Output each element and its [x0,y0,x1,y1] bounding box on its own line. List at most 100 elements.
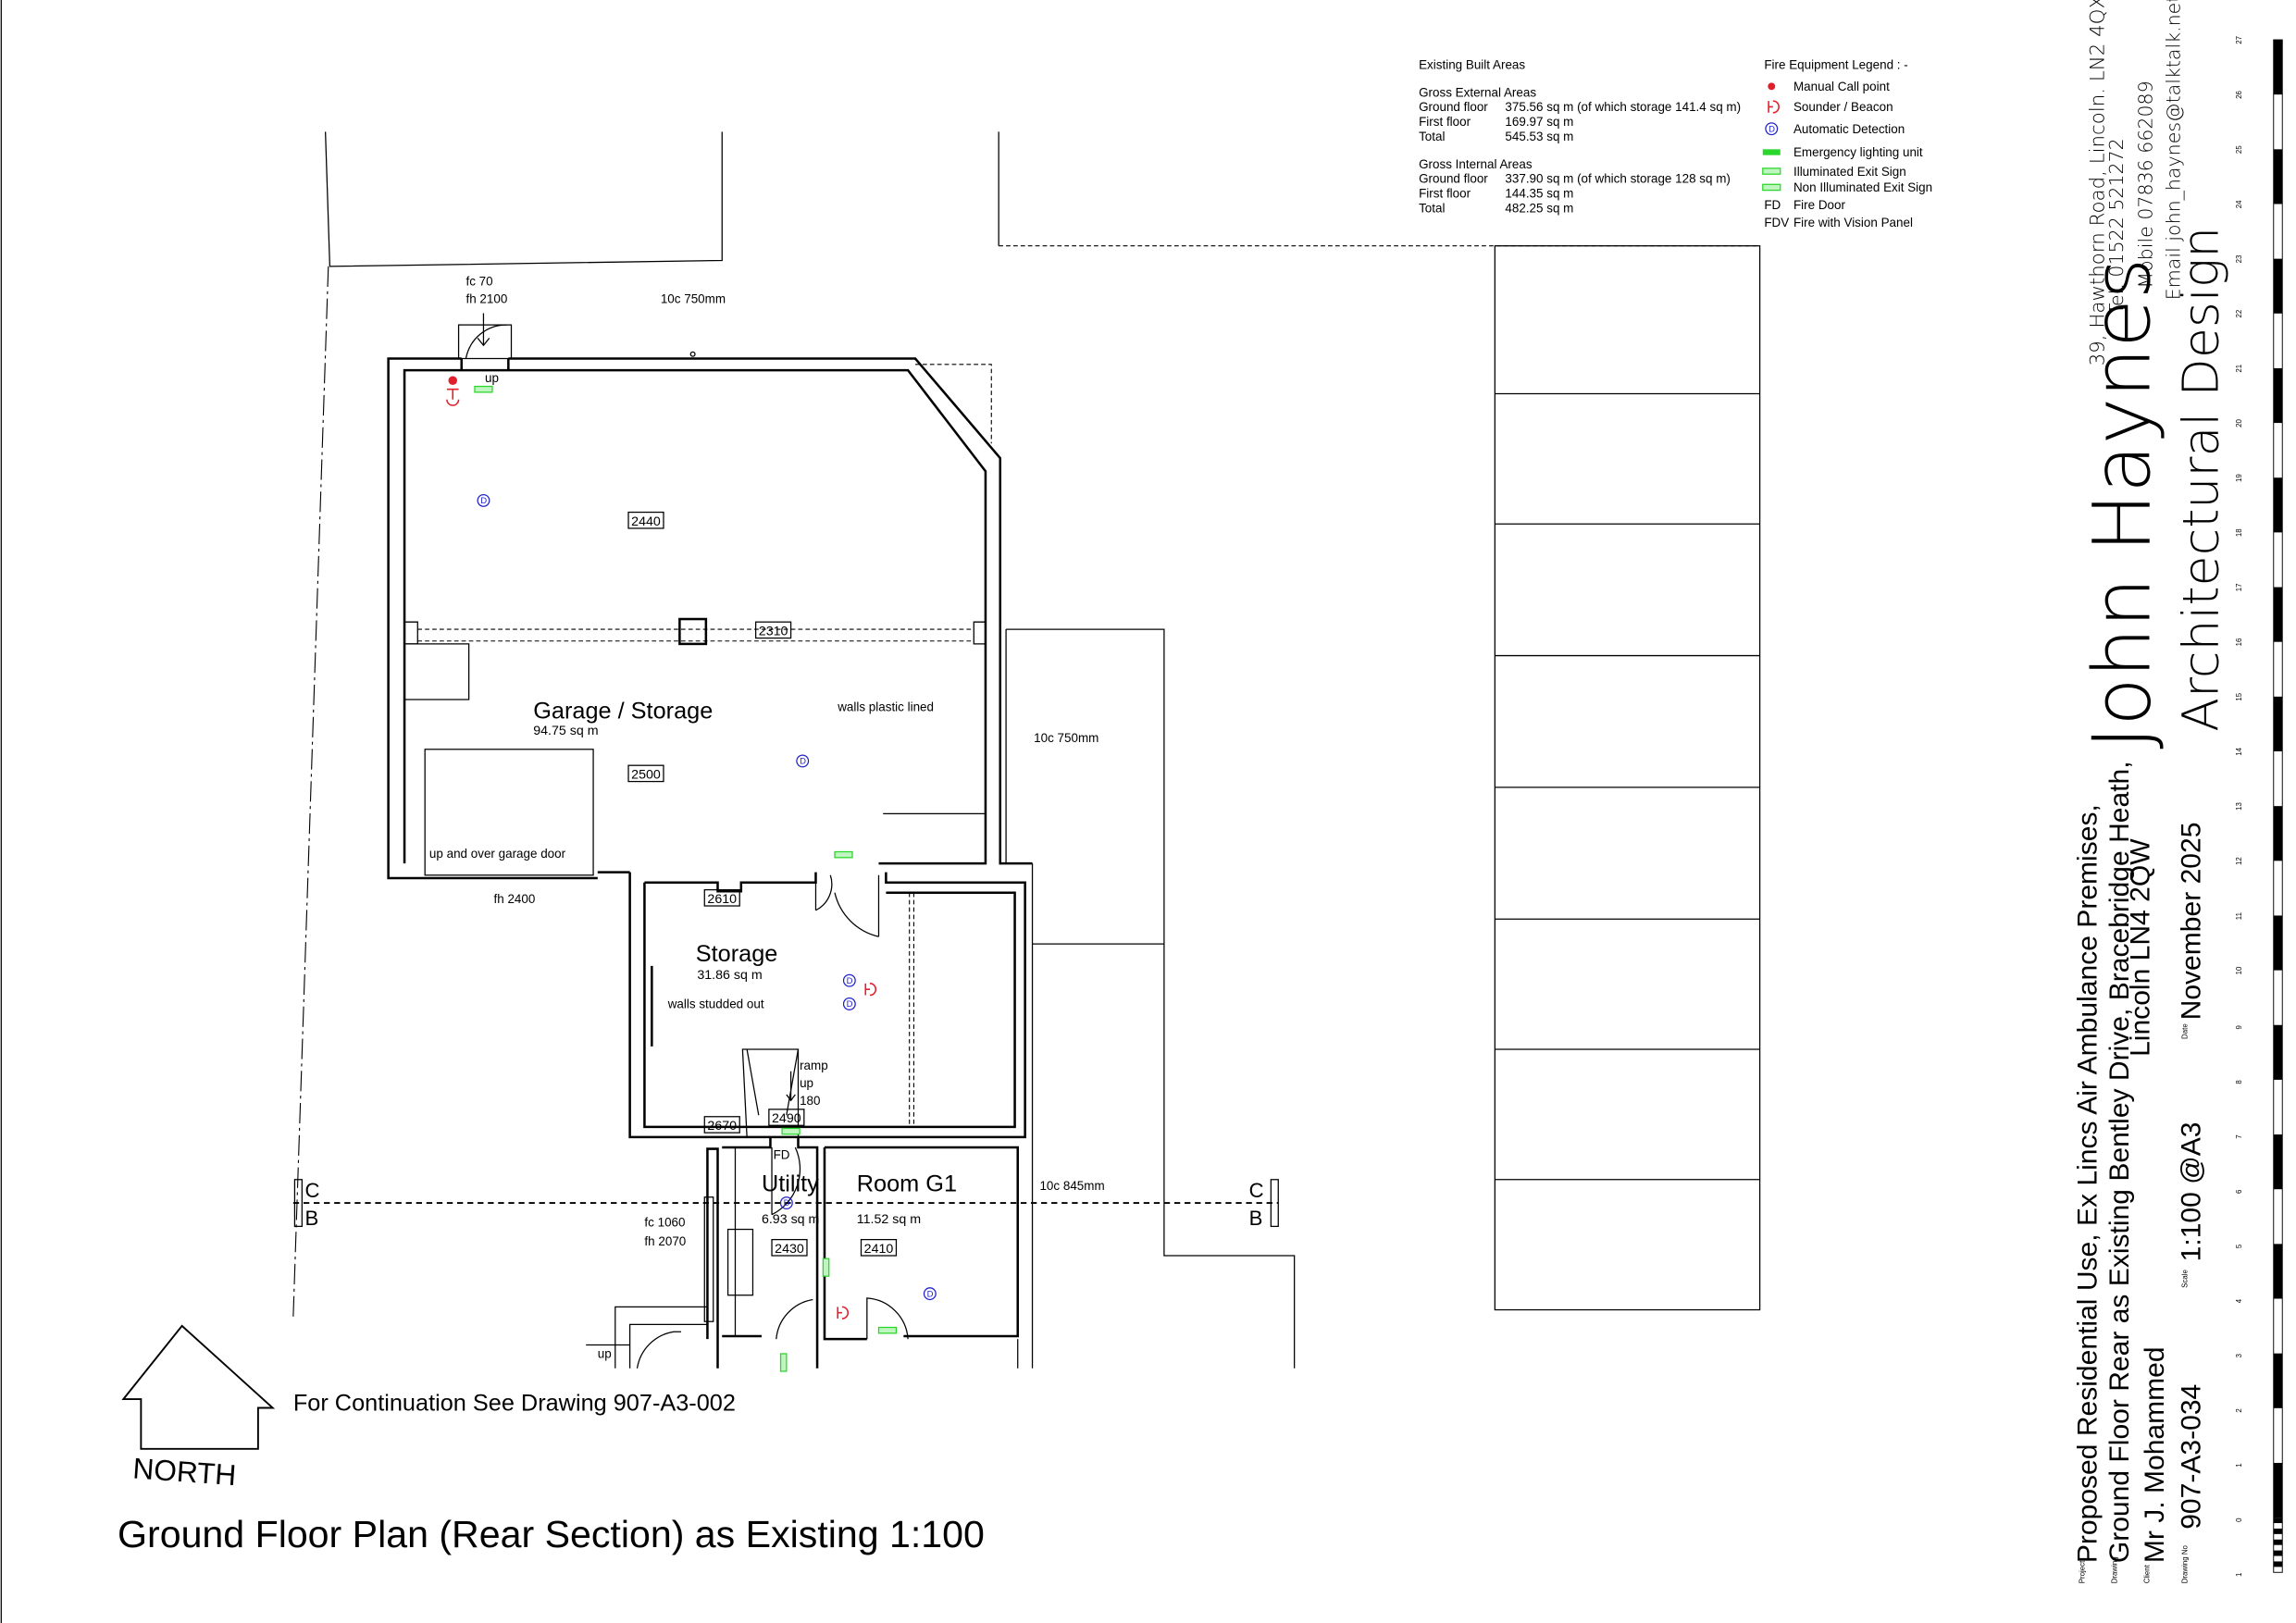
client-name: Mr J. Mohammed [2140,1346,2170,1563]
svg-text:Gross Internal Areas: Gross Internal Areas [1419,157,1533,171]
scale-value: 1:100 @A3 [2177,1122,2207,1262]
scale-bar-label: 25 [2235,145,2243,154]
svg-text:D: D [480,496,487,506]
scale-bar-label: 0 [2235,1518,2243,1522]
svg-text:144.35 sq m: 144.35 sq m [1505,187,1573,201]
svg-text:D: D [784,1198,790,1208]
svg-text:up and over garage door: up and over garage door [429,847,566,861]
north-label: NORTH [131,1451,237,1492]
firm-tel: Tel. 01522 521272 [2105,138,2128,315]
svg-text:D: D [847,976,853,986]
fire-equipment-legend: Fire Equipment Legend : - Manual Call po… [1762,57,1932,229]
svg-text:Project: Project [2079,1560,2087,1583]
scale-bar-label: 27 [2235,36,2243,44]
svg-text:482.25 sq m: 482.25 sq m [1505,201,1573,215]
sounder-beacon-icon [1768,100,1780,114]
svg-text:FDV: FDV [1764,216,1789,229]
scale-bar-segment [2273,40,2283,95]
scale-bar-segment [2273,367,2283,424]
ceiling-height-tag: 2610 [707,892,737,907]
svg-text:D: D [847,999,853,1010]
svg-text:545.53 sq m: 545.53 sq m [1505,130,1573,143]
scale-bar-segment [2273,1353,2283,1408]
svg-text:ramp: ramp [800,1059,828,1072]
svg-text:FD: FD [774,1148,790,1162]
firm-address: 39, Hawthorn Road, Lincoln. LN2 4QX [2086,0,2109,365]
manual-call-point-icon [1768,82,1776,91]
scale-bar: 1012345678910111213141516171819202122232… [2235,36,2283,1577]
scale-bar-segment [2273,915,2283,971]
svg-text:10c 845mm: 10c 845mm [1039,1179,1104,1193]
adjacent-building-strip [1005,245,1761,1369]
svg-text:Client: Client [2142,1564,2151,1583]
scale-bar-segment [2273,1024,2283,1080]
exit-sign-icon [834,850,853,859]
ceiling-height-tags: 2440 2310 2500 2610 2670 2490 2430 2410 [627,511,898,1257]
firm-logo-subtitle: Architectural Design [2172,227,2230,732]
svg-text:walls plastic lined: walls plastic lined [837,700,934,714]
scale-bar-label: 8 [2235,1080,2243,1084]
room-name-g1: Room G1 [857,1171,957,1196]
scale-bar-label: 6 [2235,1189,2243,1194]
room-area-storage: 31.86 sq m [697,968,762,983]
scale-bar-label: 16 [2235,638,2243,646]
section-b-label-right: B [1249,1207,1263,1230]
scale-bar-label: 23 [2235,254,2243,263]
automatic-detection-icon: D [842,973,856,987]
svg-text:D: D [800,757,806,767]
ceiling-height-tag: 2500 [631,767,661,782]
scale-bar-label: 13 [2235,802,2243,811]
emergency-lighting-icon [1762,149,1781,155]
scale-bar-label: 22 [2235,310,2243,318]
scale-bar-segment [2273,1244,2283,1299]
illuminated-exit-sign-icon [1762,167,1781,175]
svg-text:Gross External Areas: Gross External Areas [1419,85,1536,99]
section-b-label-left: B [304,1207,318,1230]
scale-bar-label: 5 [2235,1244,2243,1248]
title-block: Project Proposed Residential Use, Ex Lin… [2072,0,2229,1583]
ceiling-height-tag: 2410 [864,1242,894,1257]
scale-bar-label: 9 [2235,1025,2243,1030]
automatic-detection-icon: D [779,1196,793,1210]
svg-text:Emergency lighting unit: Emergency lighting unit [1793,145,1923,159]
svg-text:walls studded out: walls studded out [667,997,764,1011]
section-c-label-right: C [1249,1179,1264,1202]
ceiling-height-tag: 2490 [772,1111,801,1126]
scale-bar-label: 19 [2235,474,2243,482]
firm-logo-name: John Haynes [2077,258,2168,750]
svg-text:Date: Date [2180,1023,2189,1039]
scale-bar-label: 26 [2235,91,2243,99]
room-area-g1: 11.52 sq m [857,1212,921,1227]
svg-text:Non Illuminated Exit Sign: Non Illuminated Exit Sign [1793,180,1932,194]
storage-walls [628,872,1026,1139]
scale-bar-label: 1 [2235,1463,2243,1467]
scale-bar-label: 21 [2235,365,2243,373]
svg-text:fh 2100: fh 2100 [465,291,507,305]
room-labels: Garage / Storage 94.75 sq m Storage 31.8… [533,699,957,1228]
exit-sign-icon [781,1127,800,1135]
drawing-number: 907-A3-034 [2177,1384,2207,1530]
scale-bar-segment [2273,477,2283,533]
scale-bar-label: 17 [2235,584,2243,592]
ceiling-height-tag: 2440 [631,514,661,529]
svg-text:fh 2070: fh 2070 [644,1234,686,1248]
firm-email: Email john_haynes@talktalk.net [2163,0,2185,300]
scale-bar-segment [2273,149,2283,204]
fire-equipment-symbols: D D D D D D [446,376,937,1372]
sounder-beacon-icon [837,1306,850,1319]
room-area-garage: 94.75 sq m [533,724,598,738]
svg-text:Scale: Scale [2180,1269,2189,1287]
scale-bar-label: 11 [2235,912,2243,920]
project-title: Proposed Residential Use, Ex Lincs Air A… [2072,804,2103,1563]
exit-sign-icon [779,1353,788,1372]
room-name-utility: Utility [762,1171,819,1196]
scale-bar-segment [2273,1134,2283,1190]
firm-mobile: Mobile 07836 662089 [2134,81,2156,288]
site-boundary [292,131,1760,1318]
non-illuminated-exit-sign-icon [1762,183,1781,192]
scale-bar-segment [2273,258,2283,314]
svg-text:up: up [800,1076,813,1090]
svg-text:D: D [927,1289,934,1299]
svg-text:169.97 sq m: 169.97 sq m [1505,115,1573,129]
